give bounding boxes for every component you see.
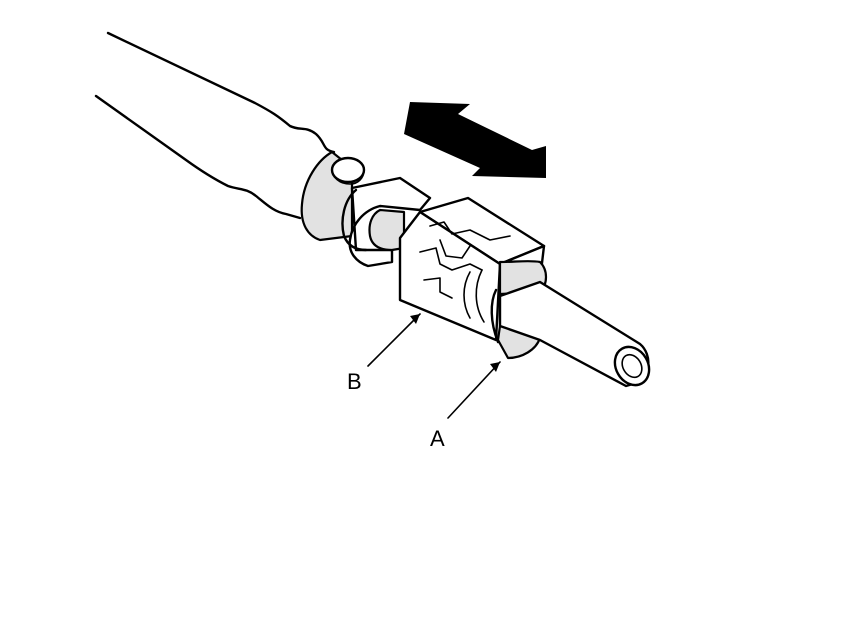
leader-arrowhead-a: [490, 362, 500, 372]
leader-line-a: [447, 361, 501, 419]
pipe-flange: [300, 150, 366, 242]
inserted-tube: [498, 280, 651, 388]
pipe-body: [341, 176, 432, 268]
label-b: B: [347, 369, 362, 394]
label-a: A: [430, 426, 445, 451]
double-arrow-icon: [404, 102, 546, 178]
leader-arrowhead-b: [410, 314, 420, 324]
leader-line-b: [367, 313, 421, 367]
hose: [94, 31, 336, 220]
